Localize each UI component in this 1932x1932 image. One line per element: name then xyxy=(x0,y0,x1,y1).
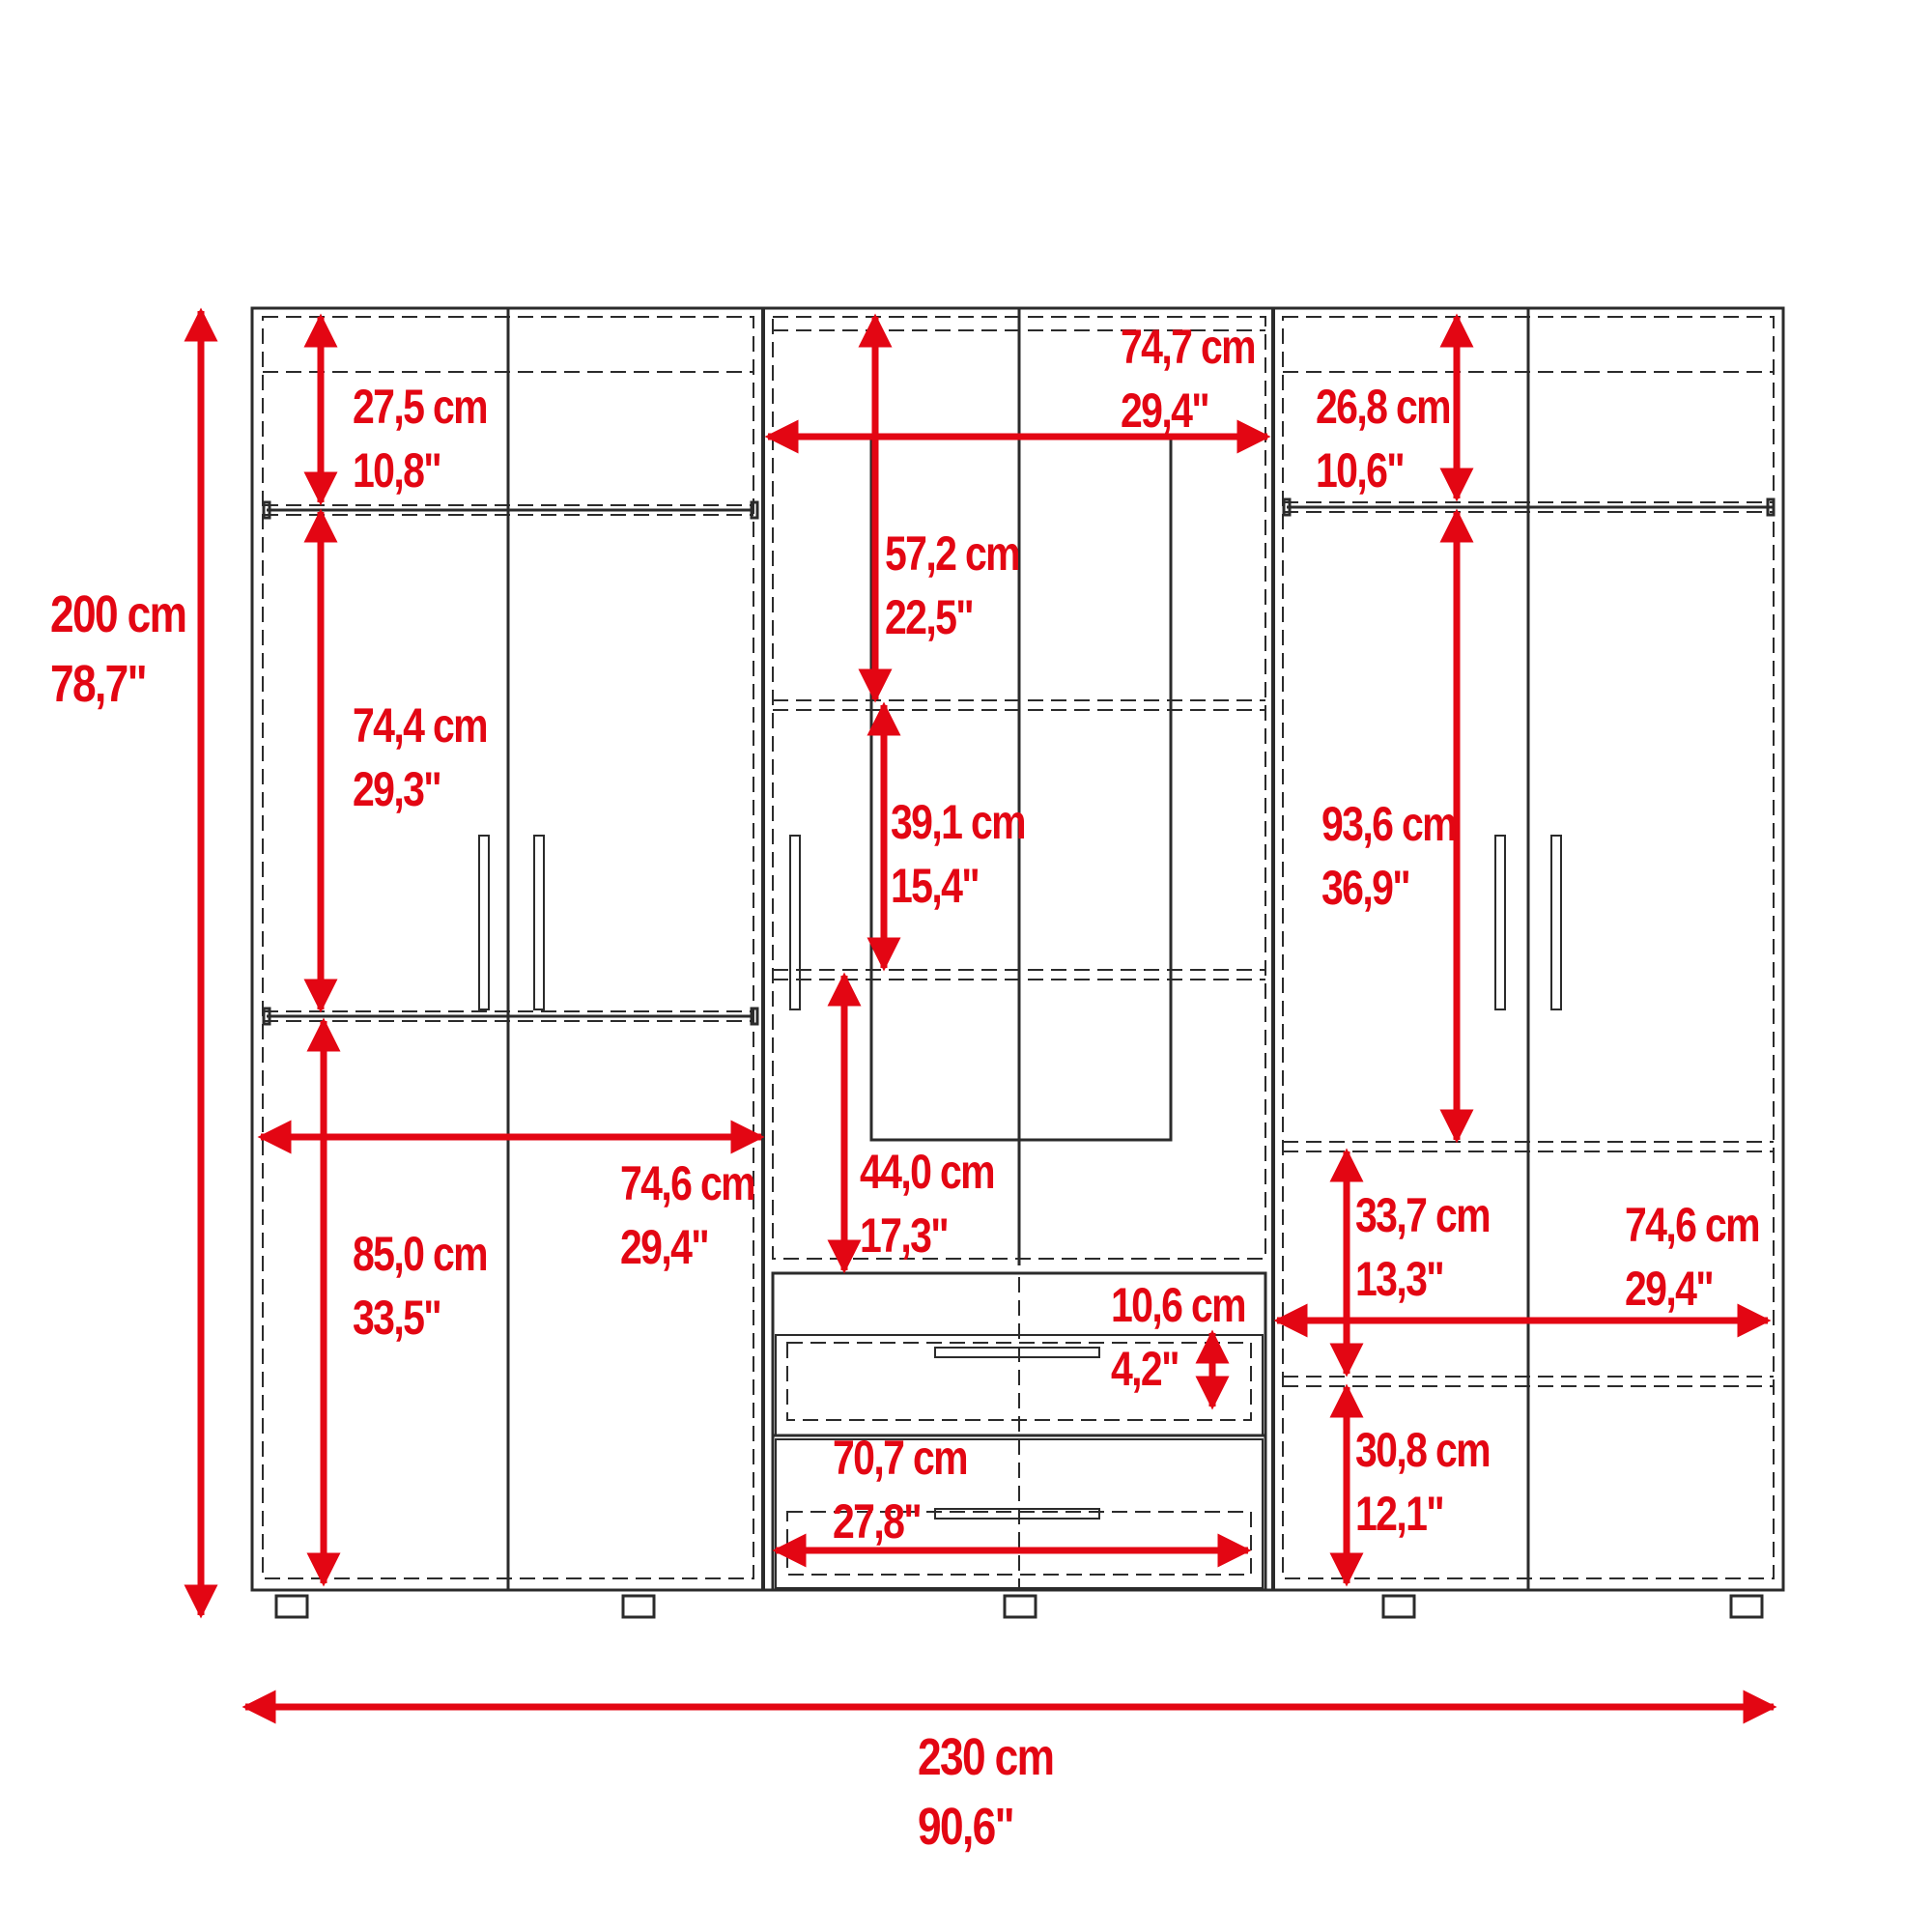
right-width-in: 29,4" xyxy=(1625,1262,1715,1316)
center-top-cm: 57,2 cm xyxy=(885,526,1021,581)
drawer-width-cm: 70,7 cm xyxy=(833,1431,969,1485)
overall-height-in: 78,7" xyxy=(50,655,148,713)
right-top-shelf-cm: 26,8 cm xyxy=(1316,380,1452,434)
foot xyxy=(621,1594,656,1619)
center-lower-in: 17,3" xyxy=(860,1208,950,1263)
drawer-bottom-front xyxy=(775,1438,1264,1589)
foot xyxy=(1003,1594,1037,1619)
foot xyxy=(1729,1594,1764,1619)
left-bottom-label: 85,0 cm 33,5" xyxy=(353,1222,489,1350)
right-bottom-in: 12,1" xyxy=(1355,1487,1445,1541)
left-middle-cm: 74,4 cm xyxy=(353,698,489,753)
center-top-label: 57,2 cm 22,5" xyxy=(885,522,1021,649)
drawer-bottom xyxy=(771,1434,1267,1592)
dimension-arrows xyxy=(184,307,1777,1724)
left-width-cm: 74,6 cm xyxy=(620,1156,756,1210)
drawer-bottom-handle xyxy=(934,1508,1100,1520)
drawer-height-cm: 10,6 cm xyxy=(1111,1278,1247,1332)
right-middle-in: 36,9" xyxy=(1321,861,1411,915)
foot xyxy=(1381,1594,1416,1619)
center-middle-cm: 39,1 cm xyxy=(891,795,1027,849)
left-middle-label: 74,4 cm 29,3" xyxy=(353,694,489,821)
drawer-height-in: 4,2" xyxy=(1111,1342,1180,1396)
right-middle-label: 93,6 cm 36,9" xyxy=(1321,792,1458,920)
overall-width-label: 230 cm 90,6" xyxy=(918,1722,1055,1861)
center-top-in: 22,5" xyxy=(885,590,975,644)
right-top-shelf-label: 26,8 cm 10,6" xyxy=(1316,375,1452,502)
left-top-shelf-cm: 27,5 cm xyxy=(353,380,489,434)
left-top-shelf-label: 27,5 cm 10,8" xyxy=(353,375,489,502)
overall-height-cm: 200 cm xyxy=(50,585,187,643)
feet xyxy=(274,1594,1764,1619)
right-lower-shelf-cm: 33,7 cm xyxy=(1355,1188,1492,1242)
right-middle-cm: 93,6 cm xyxy=(1321,797,1458,851)
right-top-shelf-in: 10,6" xyxy=(1316,443,1406,497)
left-width-in: 29,4" xyxy=(620,1220,710,1274)
door-handle xyxy=(478,835,490,1010)
center-middle-in: 15,4" xyxy=(891,859,980,913)
left-width-label: 74,6 cm 29,4" xyxy=(620,1151,756,1279)
center-width-in: 29,4" xyxy=(1121,384,1210,438)
center-lower-label: 44,0 cm 17,3" xyxy=(860,1140,996,1267)
drawer-height-label: 10,6 cm 4,2" xyxy=(1111,1273,1247,1401)
overall-width-cm: 230 cm xyxy=(918,1728,1055,1786)
left-bottom-in: 33,5" xyxy=(353,1291,442,1345)
right-bottom-label: 30,8 cm 12,1" xyxy=(1355,1418,1492,1546)
overall-width-in: 90,6" xyxy=(918,1798,1015,1856)
center-middle-label: 39,1 cm 15,4" xyxy=(891,790,1027,918)
overall-height-label: 200 cm 78,7" xyxy=(50,580,187,719)
center-width-label: 74,7 cm 29,4" xyxy=(1121,315,1257,442)
foot xyxy=(274,1594,309,1619)
door-handles xyxy=(478,835,1562,1010)
door-handle xyxy=(789,835,801,1010)
left-top-shelf-in: 10,8" xyxy=(353,443,442,497)
right-lower-shelf-in: 13,3" xyxy=(1355,1252,1445,1306)
right-lower-shelf-label: 33,7 cm 13,3" xyxy=(1355,1183,1492,1311)
drawer-width-in: 27,8" xyxy=(833,1494,923,1548)
door-handle xyxy=(533,835,545,1010)
wardrobe-outline xyxy=(250,306,1785,1619)
center-lower-cm: 44,0 cm xyxy=(860,1145,996,1199)
drawer-top-handle xyxy=(934,1347,1100,1358)
left-middle-in: 29,3" xyxy=(353,762,442,816)
door-handle xyxy=(1494,835,1506,1010)
right-bottom-cm: 30,8 cm xyxy=(1355,1423,1492,1477)
right-width-cm: 74,6 cm xyxy=(1625,1198,1761,1252)
center-width-cm: 74,7 cm xyxy=(1121,320,1257,374)
hanging-rods xyxy=(262,497,1776,1026)
door-handle xyxy=(1550,835,1562,1010)
drawer-width-label: 70,7 cm 27,8" xyxy=(833,1426,969,1553)
left-bottom-cm: 85,0 cm xyxy=(353,1227,489,1281)
right-width-label: 74,6 cm 29,4" xyxy=(1625,1193,1761,1321)
